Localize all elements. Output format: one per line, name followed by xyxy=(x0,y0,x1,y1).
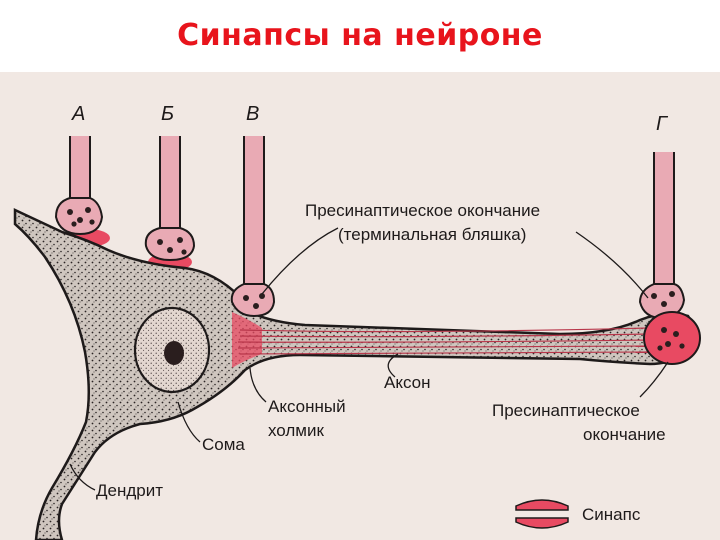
neuron-illustration: А Б В Г Пресинаптическое окончание (терм… xyxy=(13,103,701,540)
synapse-legend-icon xyxy=(515,499,569,529)
label-presynaptic-terminal: Пресинаптическое окончание xyxy=(305,201,540,220)
letter-a: А xyxy=(71,103,85,125)
neuron-diagram: А Б В Г Пресинаптическое окончание (терм… xyxy=(0,72,720,540)
letter-v: В xyxy=(246,103,259,125)
label-dendrite: Дендрит xyxy=(96,481,163,500)
label-presynaptic-ending-2: окончание xyxy=(583,425,666,444)
axon-terminal xyxy=(643,311,701,365)
letter-b: Б xyxy=(161,103,174,125)
nucleolus xyxy=(164,341,184,365)
fiber-v xyxy=(230,136,276,318)
fiber-b xyxy=(144,136,196,262)
slide-title: Синапсы на нейроне xyxy=(177,18,543,53)
label-soma: Сома xyxy=(202,435,245,454)
letter-g: Г xyxy=(656,113,669,135)
label-presynaptic-ending: Пресинаптическое xyxy=(492,401,640,420)
label-axon: Аксон xyxy=(384,373,431,392)
synapse-legend: Синапс xyxy=(515,499,641,529)
axon-fibers xyxy=(237,327,651,355)
fiber-g xyxy=(638,152,686,320)
label-axon-hillock: Аксонный xyxy=(268,397,346,416)
label-axon-hillock-2: холмик xyxy=(268,421,324,440)
presynaptic-fibers xyxy=(54,136,276,318)
synapse-legend-label: Синапс xyxy=(582,505,641,524)
leader-lines xyxy=(69,227,669,491)
label-terminal-plaque: (терминальная бляшка) xyxy=(338,225,526,244)
fiber-a xyxy=(54,136,104,236)
